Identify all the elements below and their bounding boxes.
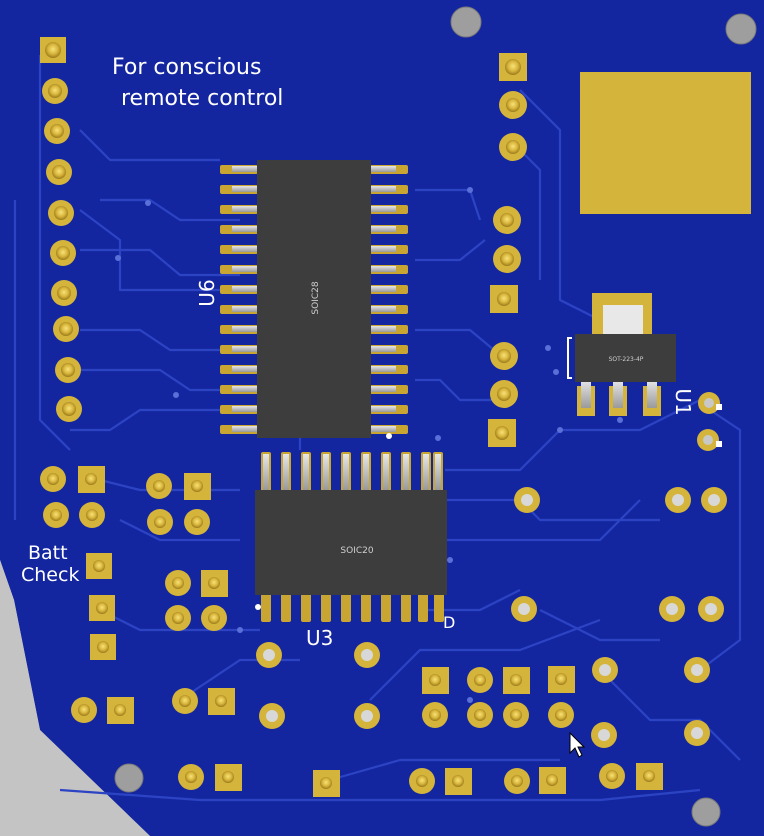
right-header-pins — [488, 53, 527, 447]
lower-middle-pads — [256, 487, 727, 748]
u1-designator: U1 — [671, 388, 695, 415]
u6-designator: U6 — [195, 279, 219, 306]
lower-left-pads — [40, 466, 663, 797]
board-title-line1: For conscious — [112, 55, 261, 80]
board-edge-shadow — [0, 560, 150, 836]
batt-check-line1: Batt — [28, 542, 68, 564]
u6-soic28-chip: SOIC28 — [220, 160, 408, 439]
board-title-line2: remote control — [121, 86, 283, 111]
u3-designator: U3 — [306, 626, 333, 650]
u6-body-label: SOIC28 — [311, 281, 321, 314]
large-copper-pad — [580, 72, 751, 214]
u1-sot223-chip: SOT-223-4P — [567, 293, 676, 416]
batt-check-line2: Check — [21, 564, 79, 586]
copper-traces — [13, 55, 742, 802]
left-header-pins — [40, 37, 82, 422]
u1-body-label: SOT-223-4P — [609, 356, 644, 363]
d-designator: D — [443, 613, 455, 632]
u3-body-label: SOIC20 — [340, 546, 373, 556]
mounting-holes — [114, 6, 757, 827]
vias — [115, 187, 623, 703]
u3-soic20-chip: SOIC20 — [255, 452, 447, 622]
mouse-cursor-icon — [569, 731, 586, 758]
u1-side-pins — [697, 392, 722, 451]
